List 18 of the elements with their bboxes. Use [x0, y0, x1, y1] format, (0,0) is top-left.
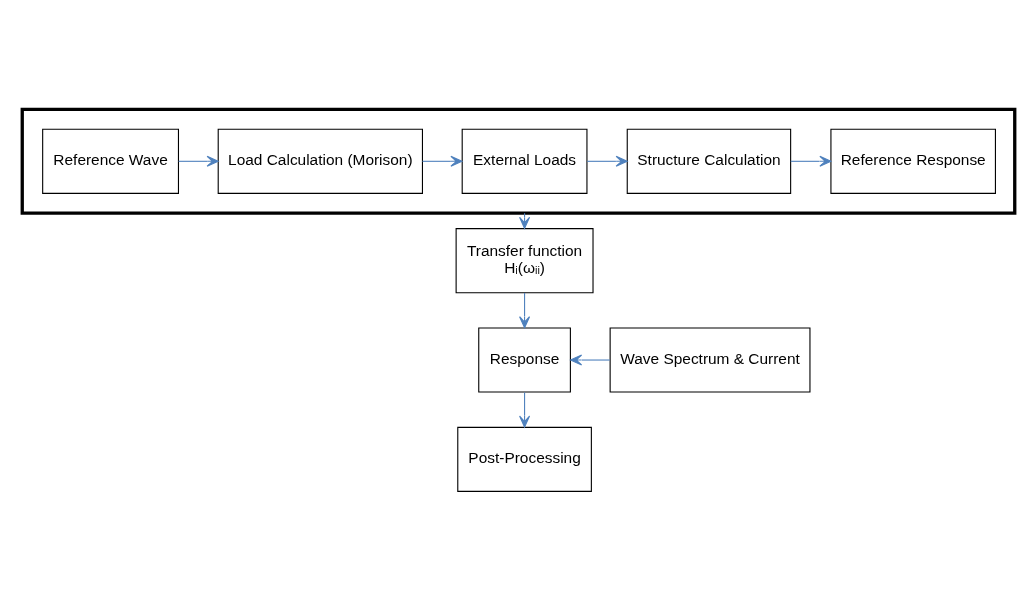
arrow — [421, 155, 462, 167]
node-box: Reference Response — [829, 128, 996, 194]
arrow — [586, 155, 628, 167]
arrow — [518, 212, 530, 229]
node-box: Transfer function Hᵢ(ωᵢᵢ) — [455, 227, 594, 293]
arrow — [518, 391, 530, 428]
cluster — [20, 107, 1016, 215]
node-box: Structure Calculation — [626, 128, 791, 194]
node-box: Post-Processing — [456, 426, 592, 492]
node-box: Response — [477, 326, 571, 393]
node-box: Wave Spectrum & Current — [609, 326, 810, 393]
node-box: Load Calculation (Morison) — [217, 128, 423, 194]
node-box: Reference Wave — [41, 128, 179, 194]
node-box: External Loads — [461, 128, 587, 194]
arrow — [789, 155, 831, 167]
arrow — [177, 155, 219, 167]
arrow — [569, 354, 610, 366]
arrow — [518, 292, 530, 328]
